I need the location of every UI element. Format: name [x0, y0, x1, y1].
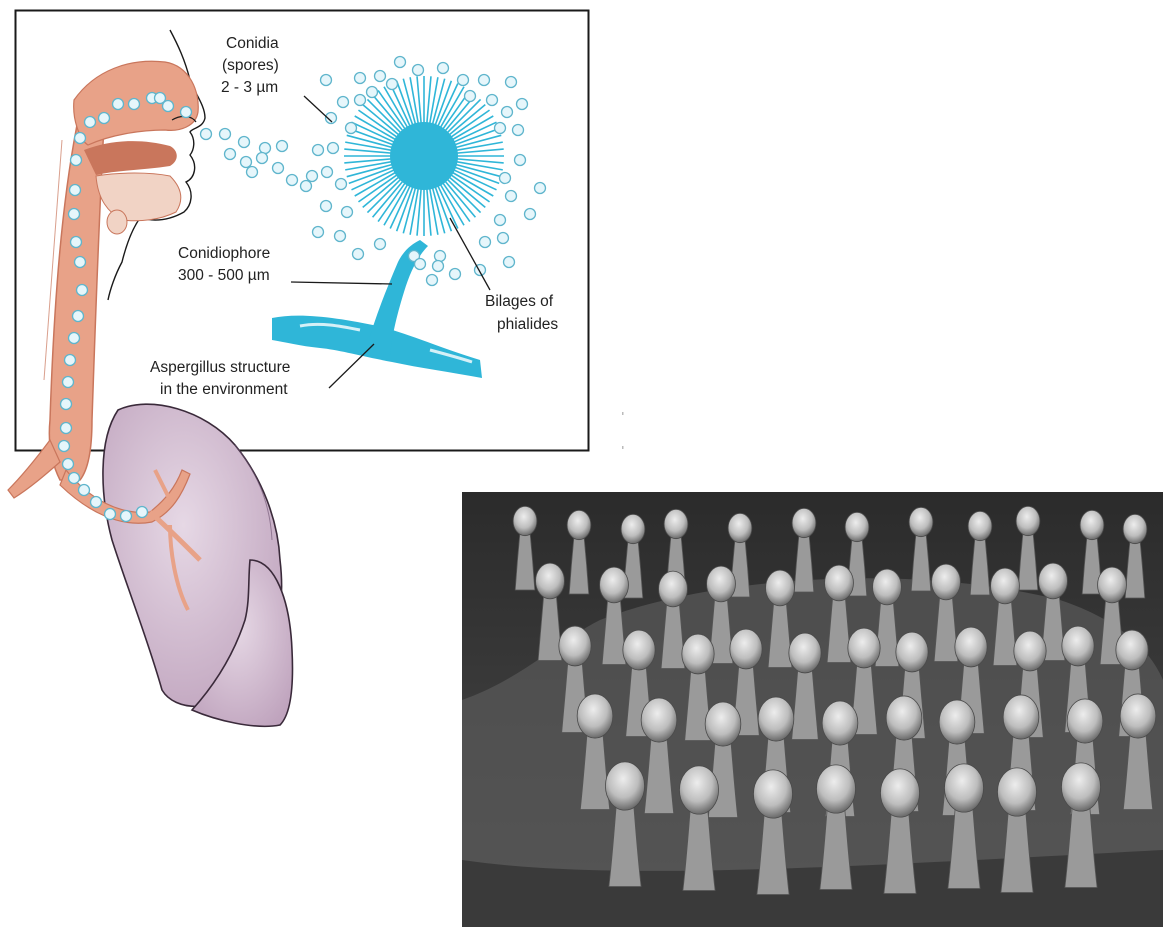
sem-micrograph [462, 492, 1163, 927]
label-conidia-line2: (spores) [222, 57, 279, 74]
phialides-head [344, 76, 504, 236]
stray-mark [622, 412, 624, 415]
label-environment-line2: in the environment [160, 381, 288, 398]
label-conidia: Conidia (spores) 2 - 3 µm [221, 35, 279, 96]
label-conidia-line1: Conidia [226, 35, 279, 52]
label-phialides-line1: Bilages of [485, 293, 554, 310]
stray-mark [622, 446, 624, 449]
label-conidiophore-line2: 300 - 500 µm [178, 267, 270, 284]
label-environment-line1: Aspergillus structure [150, 359, 290, 376]
lung [103, 404, 293, 726]
label-conidiophore-line1: Conidiophore [178, 245, 270, 262]
label-phialides-line2: phialides [497, 316, 558, 333]
label-conidia-line3: 2 - 3 µm [221, 79, 278, 96]
